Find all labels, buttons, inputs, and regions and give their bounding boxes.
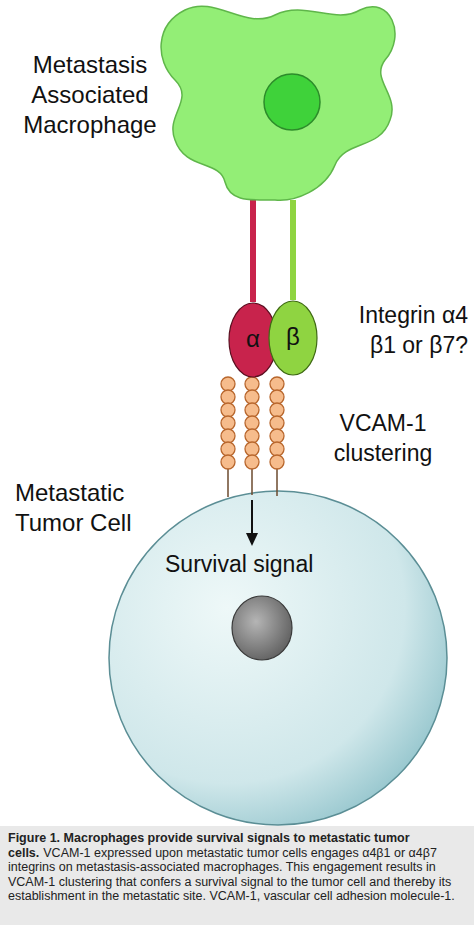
annotation-label: VCAM-1 clustering	[322, 408, 444, 468]
vcam-bead	[221, 403, 235, 417]
signal-arrow-shaft	[251, 500, 253, 536]
vcam-bead	[221, 390, 235, 404]
tumor-cell: Metastatic Tumor CellSurvival signal	[108, 490, 448, 826]
integrin-stalk	[250, 200, 256, 302]
vcam-bead	[221, 416, 235, 430]
caption-box: Figure 1. Macrophages provide survival s…	[0, 826, 474, 925]
macrophage-nucleus	[264, 74, 320, 130]
vcam-bead	[245, 429, 259, 443]
vcam-bead	[270, 442, 284, 456]
vcam-bead	[270, 390, 284, 404]
node-outline	[108, 490, 448, 826]
vcam-bead	[270, 416, 284, 430]
vcam-bead	[270, 455, 284, 469]
node-text: Survival signal	[165, 550, 375, 578]
vcam-stem	[227, 468, 229, 497]
node-text: Metastasis Associated Macrophage	[15, 50, 165, 140]
macrophage-body	[161, 6, 395, 200]
vcam-bead	[270, 377, 284, 391]
vcam-bead	[245, 455, 259, 469]
node-text: Metastatic Tumor Cell	[15, 478, 145, 538]
node-text: β	[268, 322, 318, 352]
vcam-bead	[221, 455, 235, 469]
vcam-bead	[270, 403, 284, 417]
macrophage-cell: Metastasis Associated Macrophage	[145, 0, 405, 200]
integrin-subunit	[269, 301, 317, 375]
tumor-nucleus	[232, 596, 292, 660]
vcam-beads	[221, 377, 284, 469]
vcam-stem	[251, 468, 253, 495]
integrin-subunit: β	[268, 300, 318, 376]
vcam-bead	[245, 390, 259, 404]
vcam-bead	[245, 403, 259, 417]
vcam-bead	[245, 442, 259, 456]
vcam-stem	[276, 468, 278, 496]
vcam-bead	[221, 377, 235, 391]
vcam-bead	[245, 377, 259, 391]
caption-paragraph: Figure 1. Macrophages provide survival s…	[8, 831, 466, 904]
vcam-bead	[221, 442, 235, 456]
figure-caption: VCAM-1 expressed upon metastatic tumor c…	[8, 846, 455, 904]
vcam-bead	[270, 429, 284, 443]
integrin-stalk	[290, 200, 296, 300]
vcam-bead	[245, 416, 259, 430]
node-outline	[145, 0, 405, 200]
vcam-bead	[221, 429, 235, 443]
annotation-label: Integrin α4 β1 or β7?	[336, 300, 468, 360]
tumor-cell-body	[109, 491, 447, 825]
